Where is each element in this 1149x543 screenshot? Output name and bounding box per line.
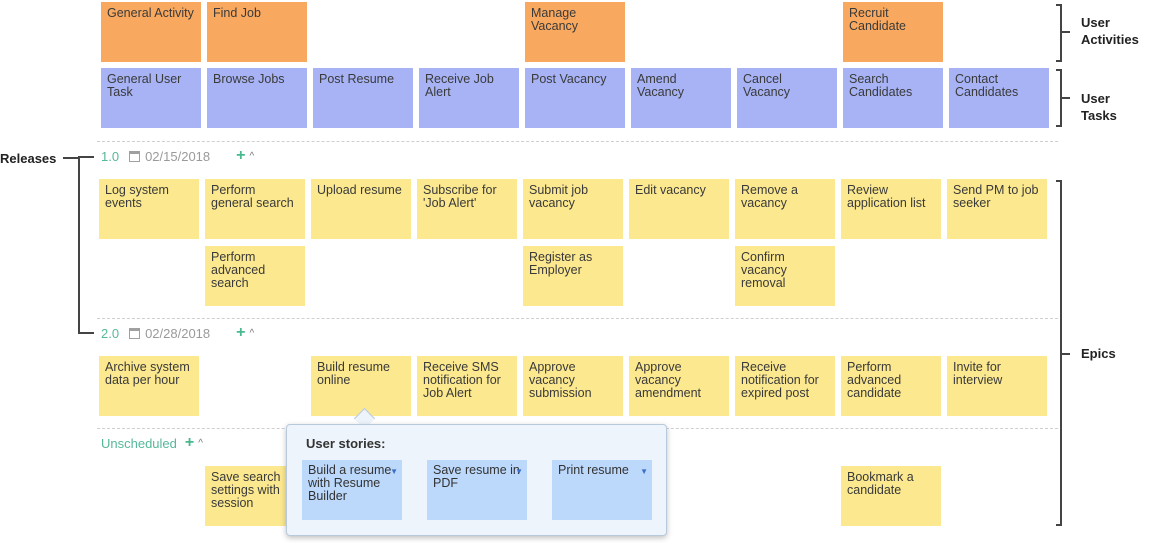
add-icon[interactable]: +	[184, 434, 195, 451]
story-card[interactable]: Subscribe for 'Job Alert'	[417, 179, 517, 239]
epics-bracket	[1056, 180, 1062, 526]
story-card[interactable]: Review application list	[841, 179, 941, 239]
popup-story-card[interactable]: Save resume in PDF ▼	[427, 460, 527, 520]
story-card[interactable]: Approve vacancy amendment	[629, 356, 729, 416]
user-tasks-label: User Tasks	[1081, 91, 1117, 123]
activity-card-general-activity[interactable]: General Activity	[101, 2, 201, 62]
release-date-text: 02/28/2018	[145, 325, 211, 341]
story-card[interactable]: Confirm vacancy removal	[735, 246, 835, 306]
story-card[interactable]: Receive SMS notification for Job Alert	[417, 356, 517, 416]
activity-card-recruit-candidate[interactable]: Recruit Candidate	[843, 2, 943, 62]
release-divider	[97, 318, 1058, 319]
releases-bracket	[78, 156, 94, 334]
activity-card-manage-vacancy[interactable]: Manage Vacancy	[525, 2, 625, 62]
bracket-tick	[1062, 97, 1070, 99]
user-activities-bracket	[1056, 4, 1062, 62]
release-header-2: 2.0 02/28/2018 + ^	[101, 324, 254, 342]
dropdown-arrow-icon[interactable]: ▼	[640, 467, 648, 476]
user-stories-popup: User stories: Build a resume with Resume…	[286, 424, 667, 536]
release-header-1: 1.0 02/15/2018 + ^	[101, 147, 254, 165]
release-date-text: 02/15/2018	[145, 148, 211, 164]
task-card-amend-vacancy[interactable]: Amend Vacancy	[631, 68, 731, 128]
story-card[interactable]: Receive notification for expired post	[735, 356, 835, 416]
add-icon[interactable]: +	[236, 147, 246, 164]
release-number[interactable]: 1.0	[101, 148, 120, 164]
release-date[interactable]: 02/28/2018	[129, 326, 210, 341]
story-card[interactable]: Perform general search	[205, 179, 305, 239]
releases-label: Releases	[0, 151, 57, 166]
epics-label: Epics	[1081, 346, 1116, 361]
bracket-tick	[1062, 31, 1070, 33]
release-number[interactable]: 2.0	[101, 325, 120, 341]
task-card-contact-candidates[interactable]: Contact Candidates	[949, 68, 1049, 128]
story-card[interactable]: Upload resume	[311, 179, 411, 239]
story-card[interactable]: Build resume online	[311, 356, 411, 416]
release-date[interactable]: 02/15/2018	[129, 149, 210, 164]
dropdown-arrow-icon[interactable]: ▼	[515, 467, 523, 476]
task-card-post-resume[interactable]: Post Resume	[313, 68, 413, 128]
story-card[interactable]: Approve vacancy submission	[523, 356, 623, 416]
story-card[interactable]: Submit job vacancy	[523, 179, 623, 239]
popup-story-card[interactable]: Print resume ▼	[552, 460, 652, 520]
bracket-tick	[1062, 353, 1070, 355]
calendar-icon	[129, 327, 141, 339]
story-card[interactable]: Edit vacancy	[629, 179, 729, 239]
story-card[interactable]: Register as Employer	[523, 246, 623, 306]
popup-story-text: Build a resume with Resume Builder	[308, 463, 392, 503]
story-card[interactable]: Log system events	[99, 179, 199, 239]
release-number[interactable]: Unscheduled	[101, 435, 177, 451]
story-card[interactable]: Perform advanced candidate	[841, 356, 941, 416]
story-card[interactable]: Archive system data per hour	[99, 356, 199, 416]
collapse-icon[interactable]: ^	[198, 437, 203, 449]
story-card[interactable]: Invite for interview	[947, 356, 1047, 416]
task-card-receive-job-alert[interactable]: Receive Job Alert	[419, 68, 519, 128]
popup-story-text: Print resume	[558, 463, 629, 477]
release-header-unscheduled: Unscheduled + ^	[101, 434, 203, 452]
release-divider	[97, 141, 1058, 142]
task-card-search-candidates[interactable]: Search Candidates	[843, 68, 943, 128]
story-card[interactable]: Bookmark a candidate	[841, 466, 941, 526]
bracket-tick	[63, 157, 78, 159]
dropdown-arrow-icon[interactable]: ▼	[390, 467, 398, 476]
popup-story-card[interactable]: Build a resume with Resume Builder ▼	[302, 460, 402, 520]
story-card[interactable]: Perform advanced search	[205, 246, 305, 306]
add-icon[interactable]: +	[236, 324, 246, 341]
user-tasks-bracket	[1056, 69, 1062, 127]
task-card-post-vacancy[interactable]: Post Vacancy	[525, 68, 625, 128]
calendar-icon	[129, 150, 141, 162]
task-card-browse-jobs[interactable]: Browse Jobs	[207, 68, 307, 128]
activity-card-find-job[interactable]: Find Job	[207, 2, 307, 62]
popup-title: User stories:	[306, 436, 386, 451]
task-card-cancel-vacancy[interactable]: Cancel Vacancy	[737, 68, 837, 128]
task-card-general-user-task[interactable]: General User Task	[101, 68, 201, 128]
collapse-icon[interactable]: ^	[249, 327, 255, 339]
collapse-icon[interactable]: ^	[249, 150, 255, 162]
story-card[interactable]: Send PM to job seeker	[947, 179, 1047, 239]
story-card[interactable]: Remove a vacancy	[735, 179, 835, 239]
popup-story-text: Save resume in PDF	[433, 463, 520, 490]
user-activities-label: User Activities	[1081, 15, 1139, 47]
